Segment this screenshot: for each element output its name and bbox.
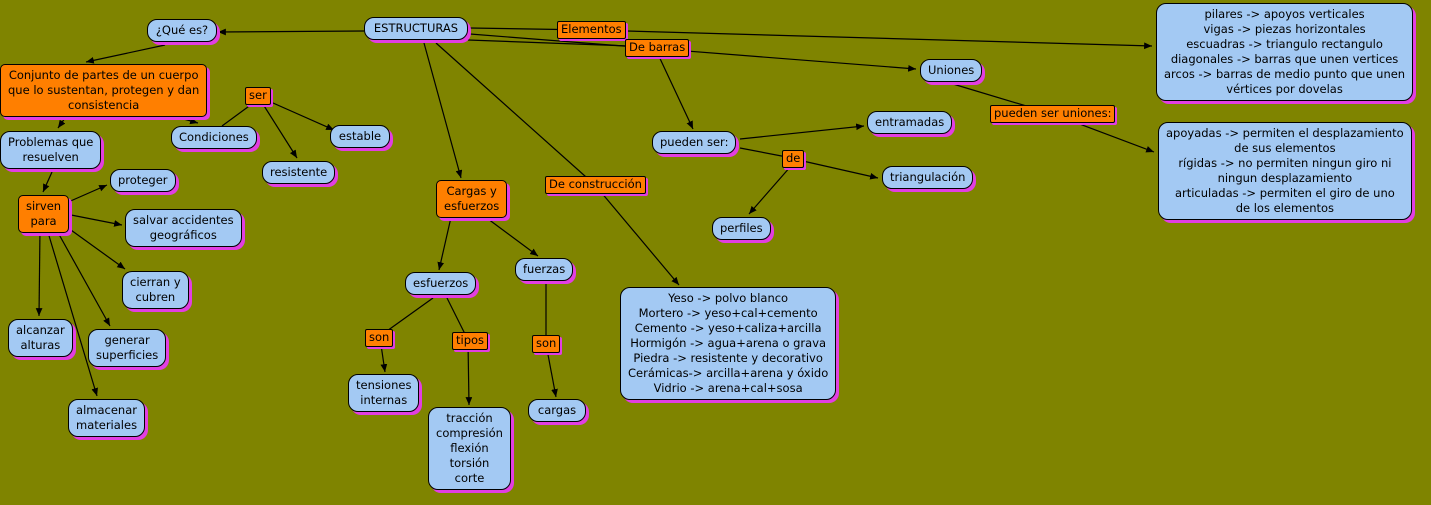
edge-de-perfiles: [748, 165, 792, 215]
edge-sirven-almacenar: [46, 228, 98, 397]
edge-condiciones-ser: [221, 100, 257, 127]
node-triangulacion[interactable]: triangulación: [882, 166, 974, 189]
edge-estructuras-de-barras: [467, 39, 657, 48]
node-cargas-y-esfuerzos[interactable]: Cargas y esfuerzos: [436, 180, 508, 218]
node-generar-superficies[interactable]: generar superficies: [88, 329, 167, 367]
node-estructuras[interactable]: ESTRUCTURAS: [364, 17, 468, 40]
edge-cargasesfuerzos-esfuerzos: [437, 212, 453, 271]
edge-estructuras-uniones: [469, 33, 917, 72]
node-problemas[interactable]: Problemas que resuelven: [0, 131, 102, 169]
node-uniones[interactable]: Uniones: [920, 59, 983, 82]
label-ser[interactable]: ser: [245, 87, 271, 105]
node-conjunto-definicion[interactable]: Conjunto de partes de un cuerpo que lo s…: [0, 64, 208, 117]
edge-ser-estable: [263, 98, 335, 131]
edge-problemas-sirven-para: [42, 171, 53, 193]
label-de-barras[interactable]: De barras: [625, 39, 690, 57]
node-tensiones-internas[interactable]: tensiones internas: [348, 374, 420, 412]
node-salvar-accidentes[interactable]: salvar accidentes geográficos: [125, 209, 242, 247]
label-de-construccion[interactable]: De construcción: [545, 176, 646, 194]
node-uniones-detail[interactable]: apoyadas -> permiten el desplazamiento d…: [1158, 122, 1412, 220]
edge-sirven-alcanzar: [35, 228, 43, 317]
node-esfuerzos[interactable]: esfuerzos: [405, 272, 477, 295]
edge-pueden-ser-entramadas: [739, 123, 865, 140]
edge-de-construccion-materiales: [594, 184, 680, 286]
label-de[interactable]: de: [782, 150, 805, 168]
node-alcanzar-alturas[interactable]: alcanzar alturas: [8, 319, 73, 357]
node-perfiles[interactable]: perfiles: [712, 217, 771, 240]
label-elementos[interactable]: Elementos: [557, 21, 626, 39]
edge-estructuras-que-es: [217, 28, 365, 36]
edge-de-barras-pueden-ser: [655, 49, 694, 130]
node-cierran-cubren[interactable]: cierran y cubren: [122, 271, 189, 309]
edge-estructuras-de-construccion: [435, 42, 596, 186]
node-pueden-ser[interactable]: pueden ser:: [652, 131, 737, 154]
edge-sirven-cierran: [63, 224, 126, 270]
edge-de-triangulacion: [793, 158, 879, 180]
node-cargas[interactable]: cargas: [528, 399, 586, 422]
edge-elementos-detail: [590, 29, 1153, 50]
node-resistente[interactable]: resistente: [262, 161, 336, 184]
edge-que-es-conjunto: [85, 44, 166, 64]
node-elementos-detail[interactable]: pilares -> apoyos verticales vigas -> pi…: [1156, 3, 1414, 101]
edge-tipos-traccion: [465, 341, 473, 406]
node-tipos-esfuerzo[interactable]: tracción compresión flexión torsión cort…: [428, 407, 511, 490]
node-condiciones[interactable]: Condiciones: [171, 126, 257, 149]
edge-son-cargas: [545, 343, 558, 398]
node-estable[interactable]: estable: [330, 125, 390, 148]
edge-ser-resistente: [260, 100, 298, 159]
edge-sirven-generar: [55, 228, 111, 327]
edge-cargasesfuerzos-fuerzas: [479, 212, 539, 257]
node-proteger[interactable]: proteger: [110, 169, 176, 192]
edge-sirven-proteger: [65, 184, 108, 204]
node-materiales-detail[interactable]: Yeso -> polvo blanco Mortero -> yeso+cal…: [620, 287, 837, 400]
edge-sirven-salvar: [65, 213, 123, 227]
label-son-esfuerzos[interactable]: son: [365, 329, 394, 347]
label-pueden-ser-uniones[interactable]: pueden ser uniones:: [990, 105, 1116, 123]
node-fuerzas[interactable]: fuerzas: [515, 258, 574, 281]
label-tipos[interactable]: tipos: [452, 332, 489, 350]
node-sirven-para[interactable]: sirven para: [18, 195, 70, 233]
node-entramadas[interactable]: entramadas: [867, 111, 953, 134]
node-almacenar-materiales[interactable]: almacenar materiales: [68, 399, 146, 437]
edge-estructuras-cargas-esfuerzos: [423, 42, 463, 179]
node-que-es[interactable]: ¿Qué es?: [147, 19, 217, 42]
label-son-fuerzas[interactable]: son: [532, 335, 561, 353]
